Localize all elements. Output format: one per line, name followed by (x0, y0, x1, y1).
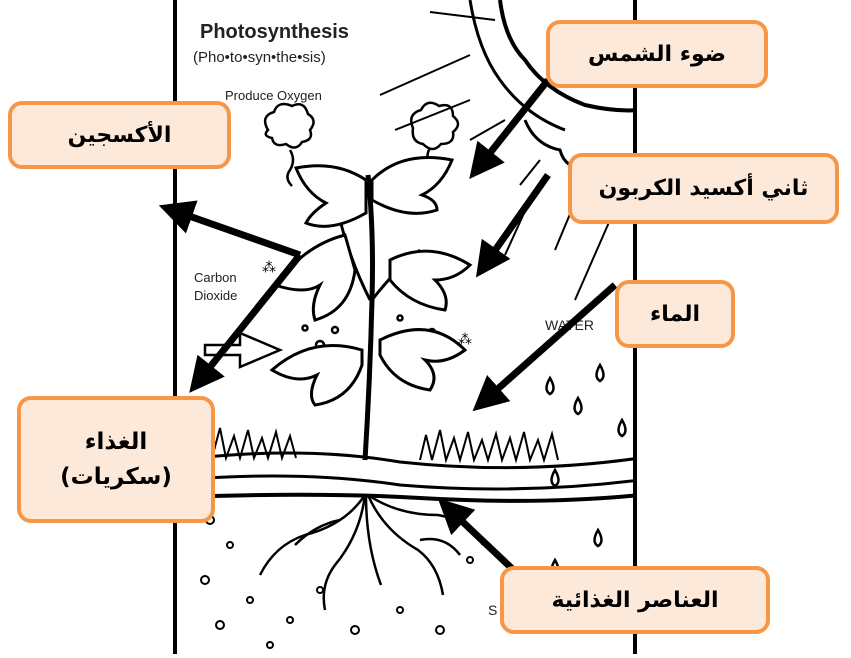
label-nutrients: العناصر الغذائية (500, 566, 770, 634)
carbon-text: Carbon (194, 270, 237, 285)
label-sunlight: ضوء الشمس (546, 20, 768, 88)
dioxide-text: Dioxide (194, 288, 237, 303)
label-water: الماء (615, 280, 735, 348)
label-food-line2: (سكريات) (60, 460, 172, 495)
label-carbon-dioxide: ثاني أكسيد الكربون (568, 153, 839, 224)
soil-letter-text: S (488, 602, 497, 618)
label-food-line1: الغذاء (85, 425, 147, 460)
svg-text:⁂: ⁂ (262, 260, 276, 276)
label-sunlight-text: ضوء الشمس (588, 38, 726, 71)
label-oxygen: الأكسجين (8, 101, 231, 169)
label-carbon-dioxide-text: ثاني أكسيد الكربون (599, 172, 809, 205)
label-food: الغذاء (سكريات) (17, 396, 215, 523)
figure-title: Photosynthesis (200, 21, 349, 43)
figure-subtitle: (Pho•to•syn•the•sis) (193, 49, 326, 66)
label-oxygen-text: الأكسجين (68, 119, 172, 152)
label-nutrients-text: العناصر الغذائية (551, 584, 718, 617)
produce-oxygen-text: Produce Oxygen (225, 88, 322, 103)
label-water-text: الماء (650, 298, 700, 331)
